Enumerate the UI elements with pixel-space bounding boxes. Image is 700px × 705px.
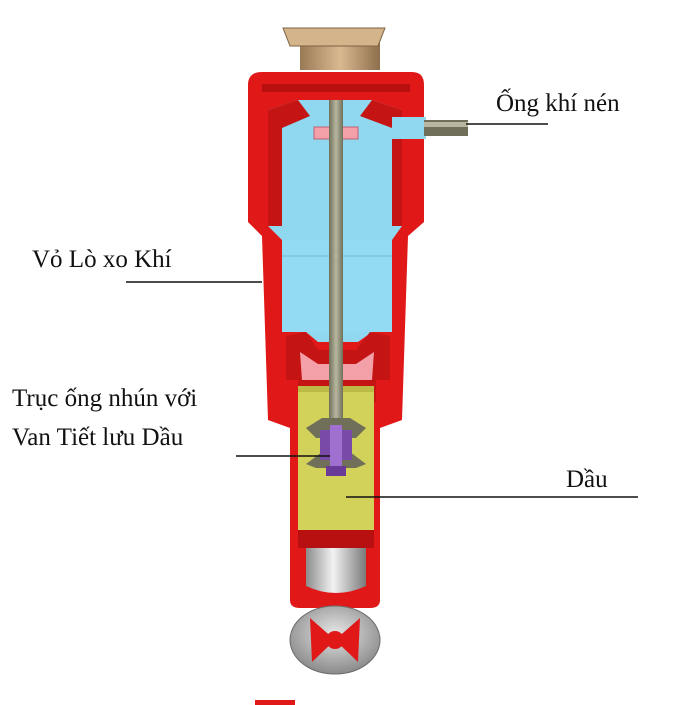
bottom-edge-fragment: [255, 700, 295, 705]
oil-label: Dầu: [566, 466, 608, 493]
rod-valve-label-line2: Van Tiết lưu Dầu: [12, 424, 184, 451]
spring-housing-label: Vỏ Lò xo Khí: [32, 246, 172, 273]
air-tube-label: Ống khí nén: [496, 90, 620, 117]
air-tube-fitting: [392, 117, 468, 139]
floating-piston: [298, 530, 374, 593]
inner-sleeve: [262, 84, 410, 226]
bottom-eye-mount: [289, 605, 381, 675]
piston-rod: [329, 100, 343, 430]
top-mount-cap: [282, 27, 386, 70]
leader-lines: [126, 123, 638, 498]
rod-valve-label-line1: Trục ống nhún với: [12, 385, 198, 412]
